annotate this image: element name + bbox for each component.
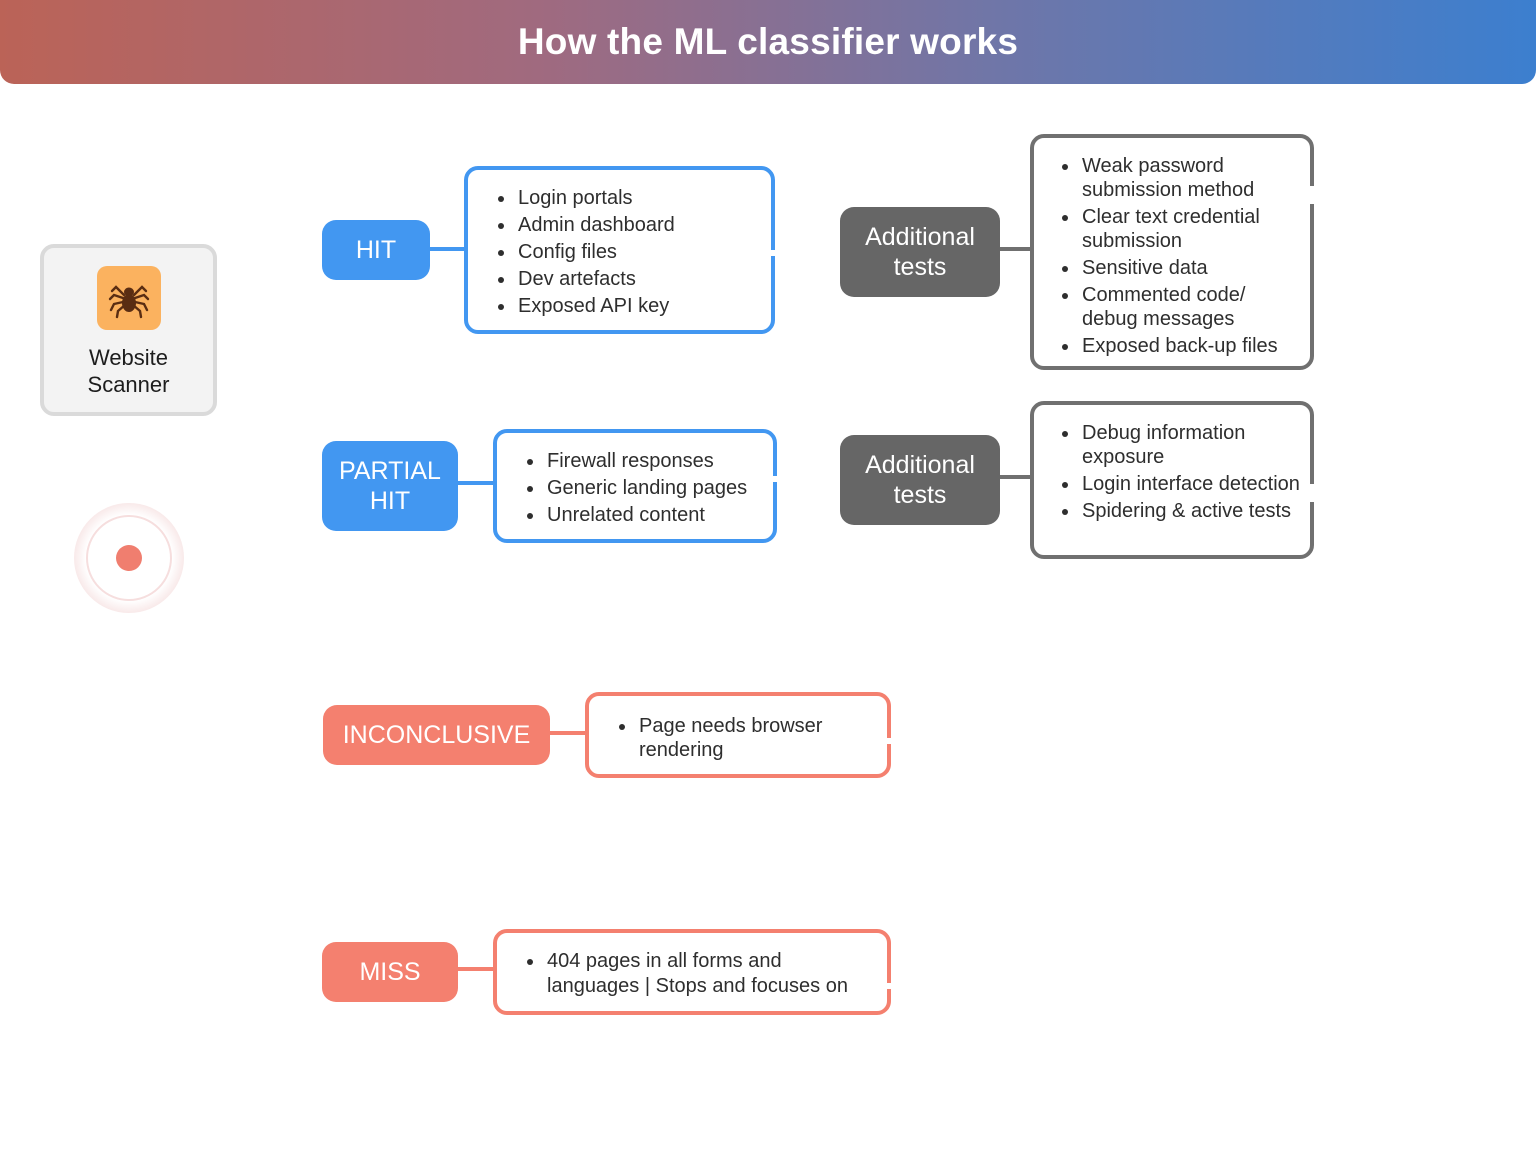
miss-connector	[458, 967, 496, 971]
inconclusive-connector	[550, 731, 588, 735]
box-edge-gap	[885, 738, 893, 744]
list-item: Admin dashboard	[516, 213, 757, 238]
hit-additional-tests-label: Additional tests	[865, 223, 975, 281]
hit-additional-list: Weak password submission method Clear te…	[1058, 154, 1300, 358]
partial-hit-items-box: Firewall responses Generic landing pages…	[493, 429, 777, 543]
list-item: Page needs browser rendering	[637, 714, 839, 762]
list-item: Spidering & active tests	[1080, 499, 1300, 523]
website-scanner-card: Website Scanner	[40, 244, 217, 416]
header-banner: How the ML classifier works	[0, 0, 1536, 84]
pulse-dot-icon	[116, 545, 142, 571]
partial-hit-label: PARTIAL HIT	[339, 457, 441, 515]
hit-items-box: Login portals Admin dashboard Config fil…	[464, 166, 775, 334]
list-item: 404 pages in all forms and languages | S…	[545, 949, 877, 999]
inconclusive-items-box: Page needs browser rendering	[585, 692, 891, 778]
list-item: Clear text credential submission	[1080, 205, 1300, 253]
list-item: Config files	[516, 240, 757, 265]
list-item: Exposed back-up files	[1080, 334, 1300, 358]
miss-label: MISS	[359, 958, 421, 986]
list-item: Debug information exposure	[1080, 421, 1300, 469]
partial-hit-items-list: Firewall responses Generic landing pages…	[523, 449, 763, 528]
inconclusive-pill: INCONCLUSIVE	[323, 705, 550, 765]
partial-hit-additional-connector	[1000, 475, 1032, 479]
partial-hit-additional-tests-label: Additional tests	[865, 451, 975, 509]
hit-connector	[430, 247, 466, 251]
miss-items-list: 404 pages in all forms and languages | S…	[523, 949, 877, 999]
hit-label: HIT	[355, 236, 397, 264]
list-item: Exposed API key	[516, 294, 757, 319]
inconclusive-items-list: Page needs browser rendering	[615, 714, 873, 762]
list-item: Login portals	[516, 186, 757, 211]
partial-hit-connector	[458, 481, 496, 485]
box-edge-gap	[885, 983, 893, 989]
scanner-label: Website Scanner	[87, 345, 170, 397]
partial-hit-additional-box: Debug information exposure Login interfa…	[1030, 401, 1314, 559]
box-edge-gap	[769, 250, 777, 256]
list-item: Unrelated content	[545, 503, 763, 528]
list-item: Generic landing pages	[545, 476, 763, 501]
miss-pill: MISS	[322, 942, 458, 1002]
list-item: Login interface detection	[1080, 472, 1300, 496]
hit-items-list: Login portals Admin dashboard Config fil…	[494, 186, 757, 319]
hit-additional-box: Weak password submission method Clear te…	[1030, 134, 1314, 370]
box-edge-gap	[1308, 186, 1316, 204]
box-edge-gap	[1308, 484, 1316, 502]
partial-hit-pill: PARTIAL HIT	[322, 441, 458, 531]
miss-items-box: 404 pages in all forms and languages | S…	[493, 929, 891, 1015]
box-edge-gap	[771, 476, 779, 482]
page-title: How the ML classifier works	[517, 21, 1019, 62]
partial-hit-additional-tests-pill: Additional tests	[840, 435, 1000, 525]
hit-additional-tests-pill: Additional tests	[840, 207, 1000, 297]
hit-pill: HIT	[322, 220, 430, 280]
partial-hit-additional-list: Debug information exposure Login interfa…	[1058, 421, 1300, 523]
list-item: Firewall responses	[545, 449, 763, 474]
list-item: Dev artefacts	[516, 267, 757, 292]
list-item: Commented code/ debug messages	[1080, 283, 1300, 331]
list-item: Sensitive data	[1080, 256, 1300, 280]
list-item: Weak password submission method	[1080, 154, 1300, 202]
inconclusive-label: INCONCLUSIVE	[342, 721, 531, 749]
hit-additional-connector	[1000, 247, 1032, 251]
pulse-ring	[86, 515, 172, 601]
spider-icon	[96, 266, 161, 330]
